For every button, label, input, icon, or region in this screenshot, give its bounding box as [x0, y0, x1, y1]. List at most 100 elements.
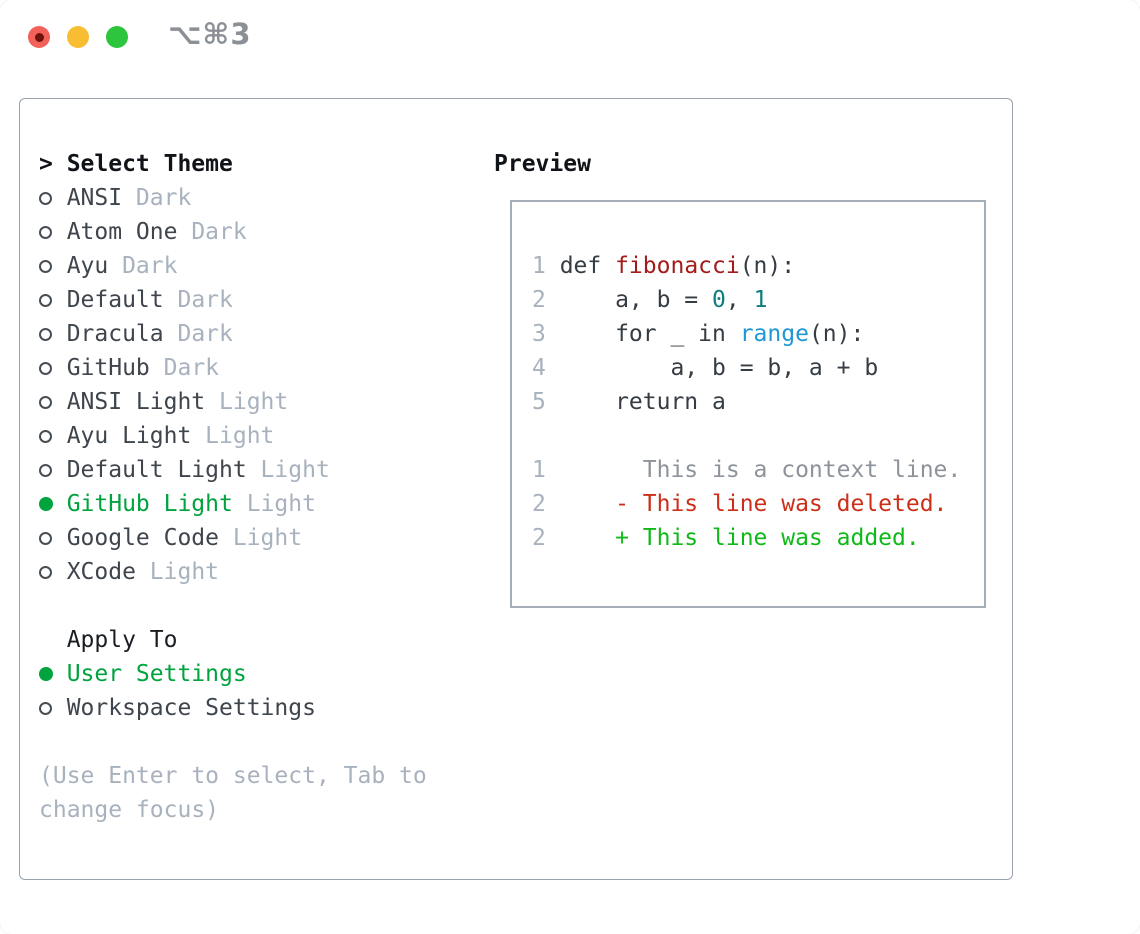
theme-variant-label: Dark: [149, 355, 220, 381]
line-number: 2: [532, 525, 546, 551]
theme-option-ayu[interactable]: Ayu Dark: [39, 249, 494, 283]
code-segment: (n):: [808, 321, 865, 347]
theme-option-atom-one[interactable]: Atom One Dark: [39, 215, 494, 249]
theme-option-label: Atom One: [66, 219, 178, 245]
line-number: 1: [532, 457, 546, 483]
radio-icon: [39, 429, 52, 443]
preview-header-row: Preview: [494, 147, 1012, 181]
code-line: 3 for _ in range(n):: [532, 317, 984, 351]
theme-variant-label: Light: [219, 525, 303, 551]
theme-option-label: ANSI: [66, 185, 123, 211]
code-segment: (n):: [739, 253, 796, 279]
theme-variant-label: Light: [205, 389, 289, 415]
theme-option-label: Default: [66, 287, 164, 313]
line-number: 2: [532, 491, 546, 517]
radio-icon: [39, 395, 52, 409]
theme-option-label: GitHub: [66, 355, 150, 381]
theme-option-github[interactable]: GitHub Dark: [39, 351, 494, 385]
apply-to-title: Apply To: [66, 627, 178, 653]
radio-selected-icon: [39, 497, 53, 511]
theme-variant-label: Light: [246, 457, 330, 483]
apply-option-label: User Settings: [66, 661, 247, 687]
theme-option-github-light[interactable]: GitHub Light Light: [39, 487, 494, 521]
theme-option-label: Dracula: [66, 321, 164, 347]
radio-icon: [39, 701, 52, 715]
theme-option-default-light[interactable]: Default Light Light: [39, 453, 494, 487]
code-segment: a, b = b, a + b: [559, 355, 879, 381]
apply-option-user-settings[interactable]: User Settings: [39, 657, 494, 691]
spacer: [39, 589, 494, 623]
maximize-button[interactable]: [106, 26, 128, 48]
apply-option-label: Workspace Settings: [66, 695, 316, 721]
line-number: 3: [532, 321, 546, 347]
minimize-button[interactable]: [67, 26, 89, 48]
selection-caret-icon: >: [39, 151, 53, 177]
code-segment: def: [559, 253, 616, 279]
radio-icon: [39, 191, 52, 205]
code-segment: This is a context line.: [559, 457, 962, 483]
theme-variant-label: Light: [135, 559, 220, 585]
select-theme-header-row: > Select Theme: [39, 147, 494, 181]
close-button[interactable]: [28, 26, 50, 48]
theme-option-label: GitHub Light: [66, 491, 233, 517]
code-line: 4 a, b = b, a + b: [532, 351, 984, 385]
code-segment: 0: [712, 287, 726, 313]
theme-variant-label: Dark: [163, 321, 233, 347]
code-line: 1 This is a context line.: [532, 453, 984, 487]
radio-icon: [39, 361, 52, 375]
theme-option-ansi-light[interactable]: ANSI Light Light: [39, 385, 494, 419]
window-shortcut-label: ⌥⌘3: [168, 17, 252, 51]
theme-variant-label: Dark: [122, 185, 192, 211]
preview-title: Preview: [494, 151, 591, 177]
spacer: [39, 725, 494, 759]
code-line: 2 + This line was added.: [532, 521, 984, 555]
theme-option-dracula[interactable]: Dracula Dark: [39, 317, 494, 351]
theme-option-ansi[interactable]: ANSI Dark: [39, 181, 494, 215]
code-line: 2 - This line was deleted.: [532, 487, 984, 521]
apply-option-workspace-settings[interactable]: Workspace Settings: [39, 691, 494, 725]
code-line: 5 return a: [532, 385, 984, 419]
code-segment: + This line was added.: [559, 525, 920, 551]
theme-option-label: Ayu Light: [66, 423, 192, 449]
theme-option-xcode[interactable]: XCode Light: [39, 555, 494, 589]
theme-option-label: Ayu: [66, 253, 109, 279]
theme-variant-label: Dark: [108, 253, 178, 279]
line-number: 4: [532, 355, 546, 381]
theme-variant-label: Light: [232, 491, 316, 517]
radio-icon: [39, 293, 52, 307]
radio-selected-icon: [39, 667, 53, 681]
theme-option-label: Google Code: [66, 525, 220, 551]
radio-icon: [39, 463, 52, 477]
hint-line: (Use Enter to select, Tab to: [39, 763, 427, 789]
code-segment: return a: [559, 389, 726, 415]
titlebar: [28, 26, 128, 48]
code-line: 2 a, b = 0, 1: [532, 283, 984, 317]
theme-variant-label: Dark: [177, 219, 247, 245]
hint-line: change focus): [39, 797, 220, 823]
theme-option-ayu-light[interactable]: Ayu Light Light: [39, 419, 494, 453]
hint-text: (Use Enter to select, Tab to change focus…: [39, 759, 494, 827]
theme-option-label: XCode: [66, 559, 136, 585]
theme-variant-label: Light: [191, 423, 275, 449]
code-line: [532, 419, 984, 453]
theme-option-label: ANSI Light: [66, 389, 206, 415]
theme-option-label: Default Light: [66, 457, 247, 483]
line-number: 5: [532, 389, 546, 415]
code-segment: for _ in: [559, 321, 740, 347]
select-theme-title: Select Theme: [66, 151, 233, 177]
radio-icon: [39, 327, 52, 341]
line-number: 1: [532, 253, 546, 279]
code-segment: 1: [753, 287, 768, 313]
theme-option-default[interactable]: Default Dark: [39, 283, 494, 317]
line-number: 2: [532, 287, 546, 313]
radio-icon: [39, 259, 52, 273]
theme-option-google-code[interactable]: Google Code Light: [39, 521, 494, 555]
